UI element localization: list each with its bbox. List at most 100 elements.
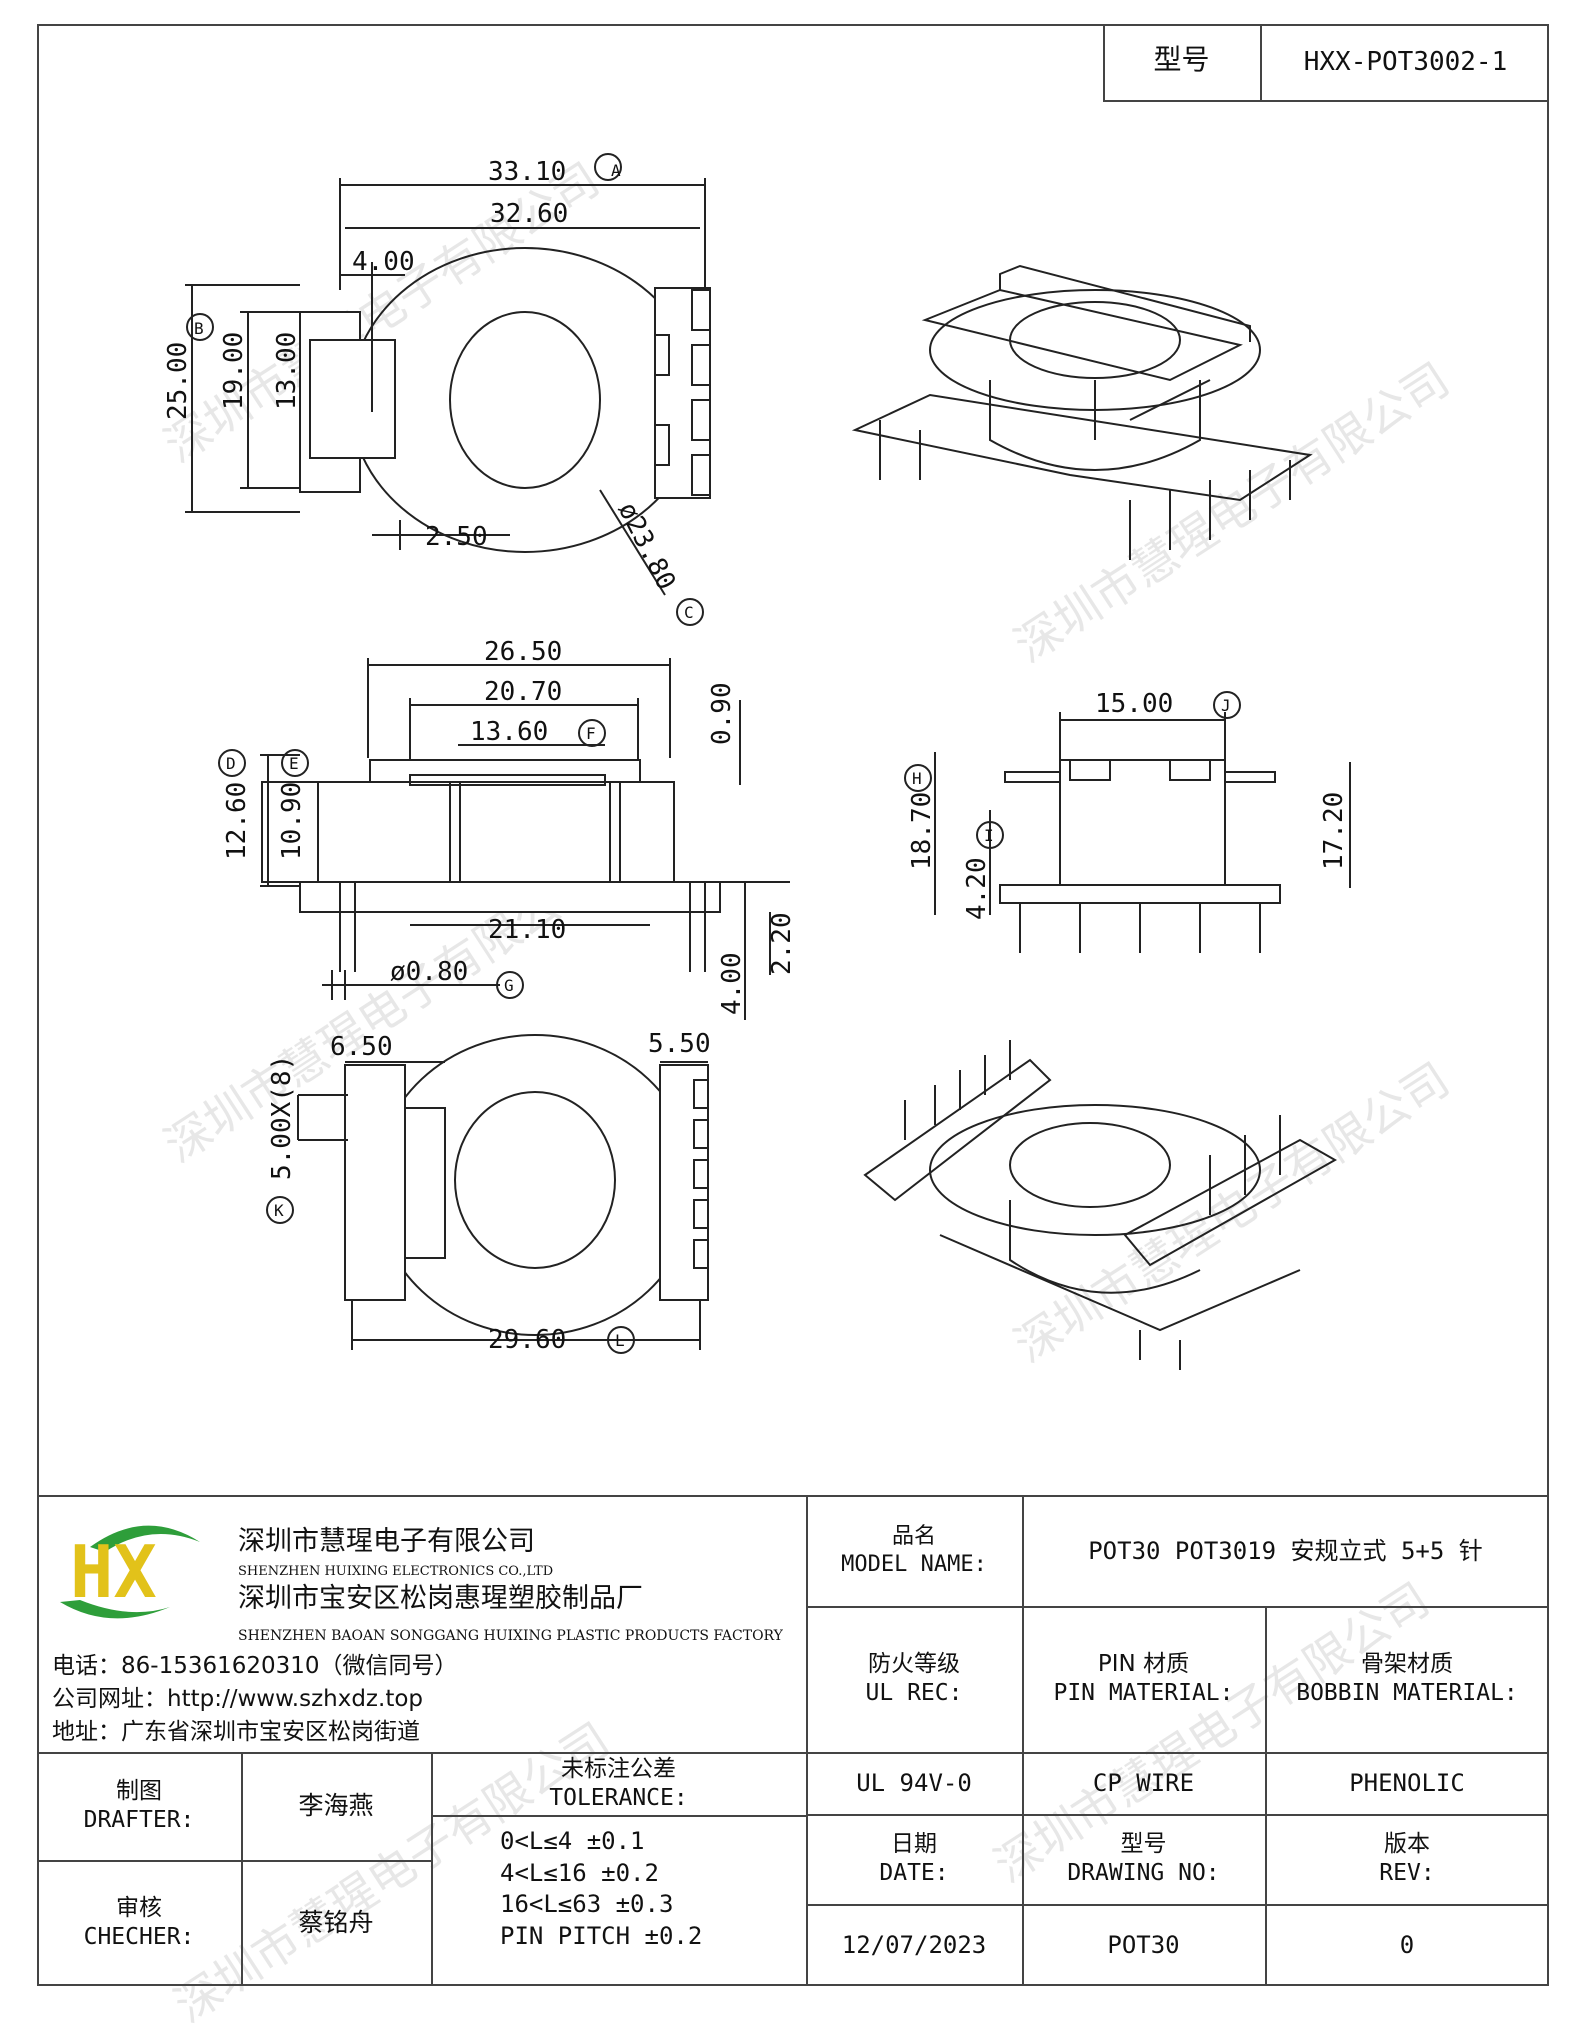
bottom-view (297, 1034, 709, 1350)
factory-name-en: SHENZHEN BAOAN SONGGANG HUIXING PLASTIC … (238, 1628, 783, 1644)
drafter-name: 李海燕 (298, 1791, 374, 1821)
logo-h: HX (70, 1530, 157, 1614)
tag-l: L (615, 1331, 625, 1350)
dim-slot: 4.00 (352, 247, 415, 277)
tag-k: K (274, 1201, 284, 1220)
rev-cn: 版本 (1384, 1831, 1430, 1858)
checker-label: 审核 CHECHER: (37, 1860, 241, 1986)
tolerance-values: 0<L≤4 ±0.1 4<L≤16 ±0.2 16<L≤63 ±0.3 PIN … (500, 1826, 702, 1953)
dim-height-b: 25.00 (163, 342, 193, 420)
dim-diameter: ø23.80 (612, 498, 681, 595)
company-logo: HX (60, 1525, 200, 1619)
bobbin-material-value: PHENOLIC (1349, 1769, 1465, 1797)
drawing-no-label: 型号 DRAWING NO: (1022, 1814, 1265, 1904)
rev-en: REV: (1379, 1860, 1435, 1886)
drafter-label: 制图 DRAFTER: (37, 1752, 241, 1860)
tag-a: A (611, 161, 621, 180)
rev-label: 版本 REV: (1265, 1814, 1549, 1904)
company-name-cn: 深圳市慧瑆电子有限公司 (238, 1526, 535, 1557)
checker-en: CHECHER: (83, 1924, 195, 1950)
tag-g: G (504, 976, 514, 995)
dim-1360: 13.60 (470, 717, 548, 747)
drawing-no-value: POT30 (1107, 1931, 1180, 1959)
dim-2960: 29.60 (488, 1325, 566, 1355)
tag-h: H (912, 769, 922, 788)
dim-1090: 10.90 (277, 782, 307, 860)
tolerance-line: 0<L≤4 ±0.1 (500, 1827, 645, 1855)
header-box (1103, 24, 1549, 102)
dim-420: 4.20 (962, 857, 992, 920)
company-name-en: SHENZHEN HUIXING ELECTRONICS CO.,LTD (238, 1564, 554, 1579)
bobbin-material-cn: 骨架材质 (1361, 1651, 1453, 1678)
dim-650: 6.50 (330, 1032, 393, 1062)
dim-220: 2.20 (767, 912, 797, 975)
tag-d: D (226, 754, 236, 773)
drawing-no-en: DRAWING NO: (1067, 1860, 1220, 1886)
dim-2650: 26.50 (484, 637, 562, 667)
tag-i: I (984, 826, 994, 845)
checker-cn: 审核 (116, 1895, 162, 1922)
date-label: 日期 DATE: (806, 1814, 1022, 1904)
checker-name: 蔡铭舟 (298, 1908, 374, 1938)
front-view (260, 658, 790, 1020)
date-cn: 日期 (891, 1831, 937, 1858)
tolerance-line: 16<L≤63 ±0.3 (500, 1890, 674, 1919)
dim-1870: 18.70 (907, 792, 937, 870)
dim-2070: 20.70 (484, 677, 562, 707)
ul-rec-en: UL REC: (865, 1680, 963, 1706)
tolerance-line: PIN PITCH ±0.2 (500, 1922, 703, 1951)
technical-drawing: 33.10 A 32.60 4.00 B 25.00 19.00 13.00 2… (163, 153, 1351, 1370)
tag-f: F (586, 724, 596, 743)
tag-c: C (684, 603, 694, 622)
dim-pin: ø0.80 (390, 957, 468, 987)
header-model-value: HXX-POT3002-1 (1303, 47, 1508, 77)
pin-material-value: CP WIRE (1092, 1769, 1195, 1797)
ul-rec-value: UL 94V-0 (856, 1769, 972, 1797)
tag-e: E (289, 754, 299, 773)
dim-height-13: 13.00 (272, 332, 302, 410)
tolerance-en: TOLERANCE: (549, 1784, 688, 1811)
model-name-cn: 品名 (891, 1524, 936, 1549)
drawing-no-cn: 型号 (1120, 1831, 1167, 1858)
side-view (934, 712, 1351, 953)
dim-250: 2.50 (425, 522, 488, 552)
model-name-label: 品名 MODEL NAME: (806, 1495, 1022, 1606)
company-address: 地址：广东省深圳市宝安区松岗街道 (52, 1719, 420, 1745)
header-model-label: 型号 (1153, 43, 1210, 76)
pin-material-en: PIN MATERIAL: (1053, 1680, 1234, 1706)
ul-rec-label: 防火等级 UL REC: (806, 1606, 1022, 1752)
company-phone: 电话：86-15361620310（微信同号） (52, 1653, 458, 1679)
model-name-en: MODEL NAME: (841, 1551, 987, 1577)
iso-view-2 (863, 1040, 1338, 1370)
dim-1500: 15.00 (1095, 689, 1173, 719)
top-view (185, 178, 711, 596)
iso-view-1 (851, 264, 1313, 560)
dim-550: 5.50 (648, 1029, 711, 1059)
dim-2110: 21.10 (488, 915, 566, 945)
dim-400: 4.00 (717, 952, 747, 1015)
date-en: DATE: (879, 1860, 949, 1886)
ul-rec-cn: 防火等级 (868, 1651, 960, 1678)
tolerance-line: 4<L≤16 ±0.2 (500, 1858, 659, 1887)
rev-value: 0 (1399, 1931, 1415, 1959)
dim-090: 0.90 (707, 682, 737, 745)
bobbin-material-en: BOBBIN MATERIAL: (1296, 1680, 1518, 1706)
dim-height-19: 19.00 (219, 332, 249, 410)
dim-1260: 12.60 (222, 782, 252, 860)
tolerance-cn: 未标注公差 (561, 1755, 676, 1782)
tolerance-label: 未标注公差 TOLERANCE: (431, 1752, 806, 1815)
factory-name-cn: 深圳市宝安区松岗惠瑆塑胶制品厂 (238, 1583, 643, 1614)
pin-material-label: PIN 材质 PIN MATERIAL: (1022, 1606, 1265, 1752)
bobbin-material-label: 骨架材质 BOBBIN MATERIAL: (1265, 1606, 1549, 1752)
dim-1720: 17.20 (1319, 792, 1349, 870)
dim-top-width: 32.60 (490, 199, 568, 229)
company-website: 公司网址：http://www.szhxdz.top (52, 1686, 424, 1712)
tag-j: J (1221, 696, 1231, 715)
dim-pitch: 5.00X(8) (267, 1055, 297, 1180)
drawing-frame (37, 24, 1549, 1986)
drafter-en: DRAFTER: (83, 1807, 195, 1833)
drafter-cn: 制图 (116, 1778, 162, 1805)
date-value: 12/07/2023 (841, 1931, 987, 1959)
model-name-value: POT30 POT3019 安规立式 5+5 针 (1088, 1536, 1483, 1565)
tag-b: B (194, 319, 204, 338)
